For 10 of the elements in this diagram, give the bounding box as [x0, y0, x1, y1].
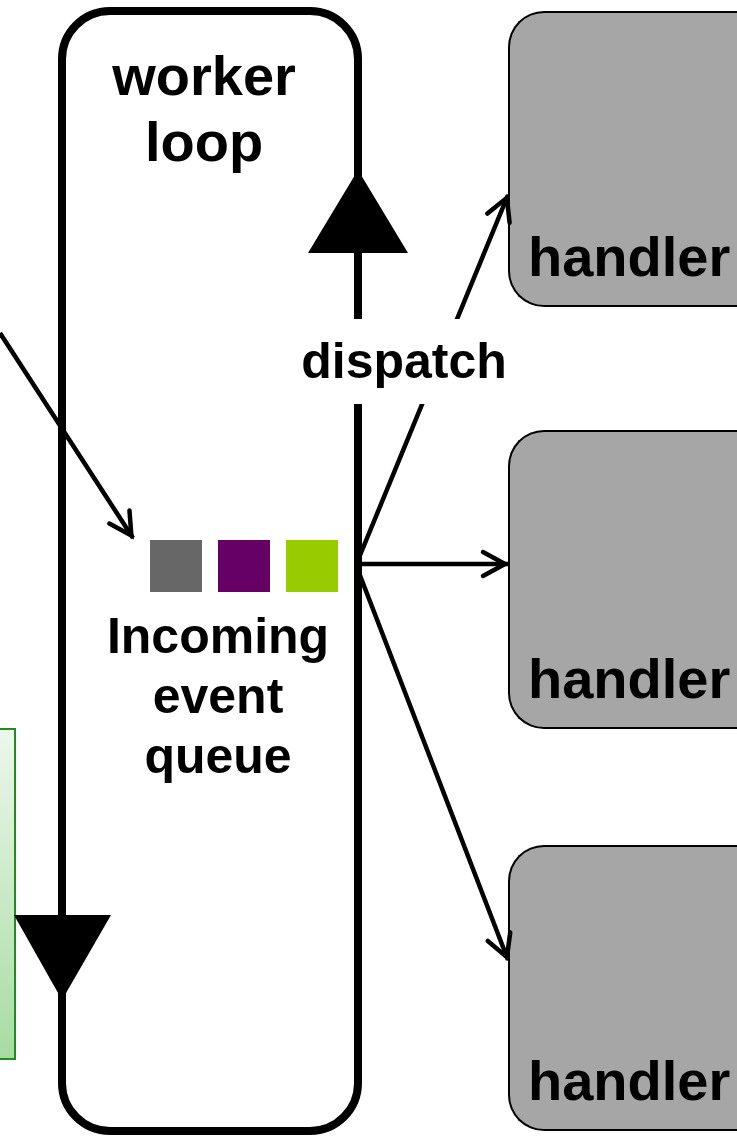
handler-box [508, 430, 737, 729]
loop-title: worker loop [111, 43, 297, 175]
handler-label: handler [528, 1053, 731, 1109]
handler-box [508, 11, 737, 307]
side-panel [0, 728, 16, 1060]
handler-label: handler [528, 229, 731, 285]
arrow [0, 331, 135, 540]
queue-label: Incoming event queue [105, 607, 331, 786]
handler-box [508, 845, 737, 1131]
handler-label: handler [528, 651, 731, 707]
